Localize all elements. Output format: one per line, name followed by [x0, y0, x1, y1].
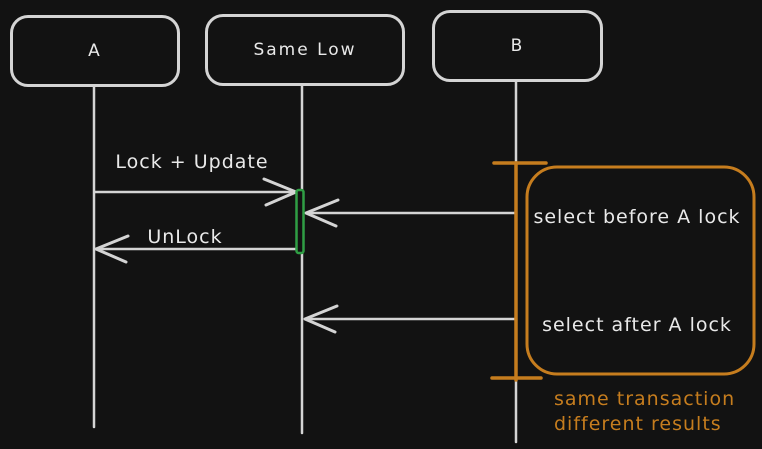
activation-bar [295, 188, 305, 255]
unlock-arrowhead-icon [94, 234, 130, 264]
select-before-label: select before A lock [533, 206, 741, 228]
select-before-arrowhead-icon [304, 198, 340, 228]
select-after-arrow [303, 304, 517, 334]
select-after-arrowhead-icon [303, 304, 339, 334]
scope-caption: same transaction different results [554, 387, 735, 437]
select-after-label: select after A lock [542, 314, 732, 336]
scope-caption-line2: different results [554, 413, 722, 435]
actor-box-a: A [10, 15, 180, 87]
select-before-arrow [304, 198, 517, 228]
scope-caption-line1: same transaction [554, 388, 736, 410]
actor-box-b: B [432, 10, 603, 82]
actor-box-same-low: Same Low [205, 14, 405, 86]
transaction-scope-box [525, 165, 756, 376]
actor-b-label: B [510, 36, 525, 56]
unlock-arrow [94, 234, 302, 264]
unlock-label: UnLock [147, 226, 223, 248]
actor-same-low-label: Same Low [253, 40, 357, 60]
lock-update-label: Lock + Update [115, 151, 269, 173]
actor-a-label: A [88, 41, 102, 61]
lock-update-arrow [93, 177, 298, 207]
